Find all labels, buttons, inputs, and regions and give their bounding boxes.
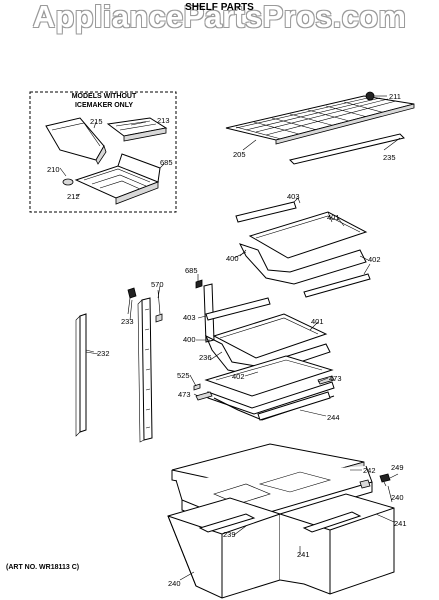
- part-205-wire-shelf: [225, 95, 415, 145]
- callout-239: 239: [223, 530, 236, 539]
- callout-233: 233: [121, 317, 134, 326]
- callout-403a: 403: [287, 192, 300, 201]
- box-label-line2: ICEMAKER ONLY: [74, 102, 134, 109]
- callout-210: 210: [47, 165, 60, 174]
- part-210-clip: [62, 178, 74, 186]
- callout-570: 570: [151, 280, 164, 289]
- callout-401b: 401: [311, 317, 324, 326]
- callout-402a: 402: [368, 255, 381, 264]
- callout-244: 244: [327, 413, 340, 422]
- callout-685b: 685: [185, 266, 198, 275]
- part-235-trim: [289, 133, 405, 165]
- part-233-bracket: [127, 287, 137, 315]
- callout-211: 211: [389, 92, 401, 101]
- callout-403b: 403: [183, 313, 196, 322]
- callout-473b: 473: [178, 390, 191, 399]
- part-215-bin: [45, 117, 107, 165]
- callout-241b: 241: [297, 550, 310, 559]
- models-without-icemaker-group: [29, 91, 177, 213]
- callout-400a: 400: [226, 254, 239, 263]
- callout-212: 212: [67, 192, 80, 201]
- part-570-ladder: [137, 297, 153, 443]
- callout-249: 249: [391, 463, 404, 472]
- lower-shelf-group: [193, 283, 335, 421]
- box-label-line1: MODELS WITHOUT: [71, 93, 137, 100]
- part-570-screw: [155, 289, 163, 323]
- models-without-icemaker-label: MODELS WITHOUT ICEMAKER ONLY: [58, 92, 150, 110]
- part-232-rail: [75, 313, 95, 437]
- callout-400b: 400: [183, 335, 196, 344]
- callout-232: 232: [97, 349, 110, 358]
- part-213-tray: [106, 117, 168, 142]
- callout-525: 525: [177, 371, 190, 380]
- callout-240b: 240: [168, 579, 181, 588]
- callout-685a: 685: [160, 158, 173, 167]
- callout-473a: 473: [329, 374, 342, 383]
- part-685-screw: [195, 279, 203, 289]
- part-212-tray: [74, 153, 161, 205]
- page-title: SHELF PARTS: [185, 2, 254, 13]
- callout-242: 242: [363, 466, 376, 475]
- callout-236: 236: [199, 353, 212, 362]
- callout-205: 205: [233, 150, 246, 159]
- art-number: (ART NO. WR18113 C): [6, 564, 80, 571]
- part-211-cap: [365, 91, 387, 101]
- callout-213: 213: [157, 116, 170, 125]
- callout-401a: 401: [327, 213, 340, 222]
- crisper-assembly: [167, 443, 395, 599]
- upper-shelf-group: [235, 197, 371, 298]
- callout-402b: 402: [232, 372, 245, 381]
- callout-235: 235: [383, 153, 396, 162]
- callout-240a: 240: [391, 493, 404, 502]
- callout-215: 215: [90, 117, 103, 126]
- callout-241a: 241: [394, 519, 407, 528]
